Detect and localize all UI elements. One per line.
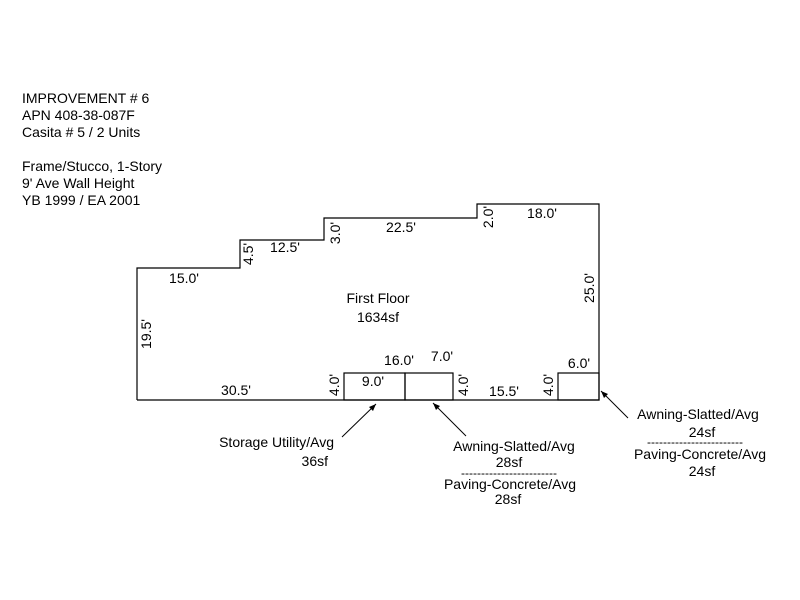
dim-bottom-middle: 15.5' [489, 383, 519, 399]
floor-area: 1634sf [357, 309, 399, 325]
dim-bottom-left: 30.5' [221, 382, 251, 398]
floor-name: First Floor [347, 290, 410, 306]
year-built: YB 1999 / EA 2001 [22, 192, 141, 208]
improvement-number: IMPROVEMENT # 6 [22, 90, 150, 106]
construction-type: Frame/Stucco, 1-Story [22, 158, 163, 174]
improvement-info: IMPROVEMENT # 6 APN 408-38-087F Casita #… [22, 90, 162, 209]
callout-paving-right-area: 24sf [689, 463, 716, 479]
dim-right-side: 25.0' [581, 273, 597, 303]
casita-units: Casita # 5 / 2 Units [22, 124, 141, 140]
dim-awning-right-depth: 4.0' [540, 374, 556, 396]
awning-area-right [557, 372, 600, 401]
storage-leader-line [341, 403, 377, 438]
callout-awning-right-divider: ------------------------ [647, 435, 743, 449]
apn-number: APN 408-38-087F [22, 107, 135, 123]
building-outline [136, 203, 600, 401]
dim-left-side: 19.5' [138, 319, 154, 349]
callout-awning-right-area: 24sf [689, 424, 716, 440]
dim-attached-total: 16.0' [384, 352, 414, 368]
dim-storage-depth: 4.0' [326, 374, 342, 396]
callout-awning-mid-name: Awning-Slatted/Avg [453, 438, 575, 454]
callout-storage-name: Storage Utility/Avg [219, 434, 334, 450]
callout-storage-area: 36sf [302, 453, 329, 469]
awning-mid-leader-line [432, 402, 467, 437]
dim-storage-width: 9.0' [362, 373, 384, 389]
dim-awning-mid-depth: 4.0' [455, 374, 471, 396]
callout-paving-right-name: Paving-Concrete/Avg [634, 446, 766, 462]
dim-left-top: 15.0' [169, 270, 199, 286]
dim-top-right: 18.0' [527, 205, 557, 221]
awning-right-arrowhead [601, 391, 608, 398]
awning-mid-arrowhead [433, 403, 440, 410]
callout-awning-right-name: Awning-Slatted/Avg [637, 406, 759, 422]
dim-step-3-rise: 2.0' [480, 206, 496, 228]
dim-step-1: 12.5' [270, 239, 300, 255]
dim-step-2: 22.5' [386, 219, 416, 235]
dim-awning-right-width: 6.0' [568, 355, 590, 371]
dim-step-2-rise: 3.0' [327, 222, 343, 244]
awning-area-middle [404, 372, 454, 401]
dim-awning-mid-width: 7.0' [431, 348, 453, 364]
storage-arrowhead [369, 404, 376, 411]
callout-paving-mid-area: 28sf [495, 491, 522, 507]
callout-awning-mid-divider: ------------------------ [461, 466, 557, 480]
callout-awning-mid-area: 28sf [496, 454, 523, 470]
wall-height: 9' Ave Wall Height [22, 175, 135, 191]
dim-step-1-rise: 4.5' [240, 243, 256, 265]
callout-paving-mid-name: Paving-Concrete/Avg [444, 476, 576, 492]
